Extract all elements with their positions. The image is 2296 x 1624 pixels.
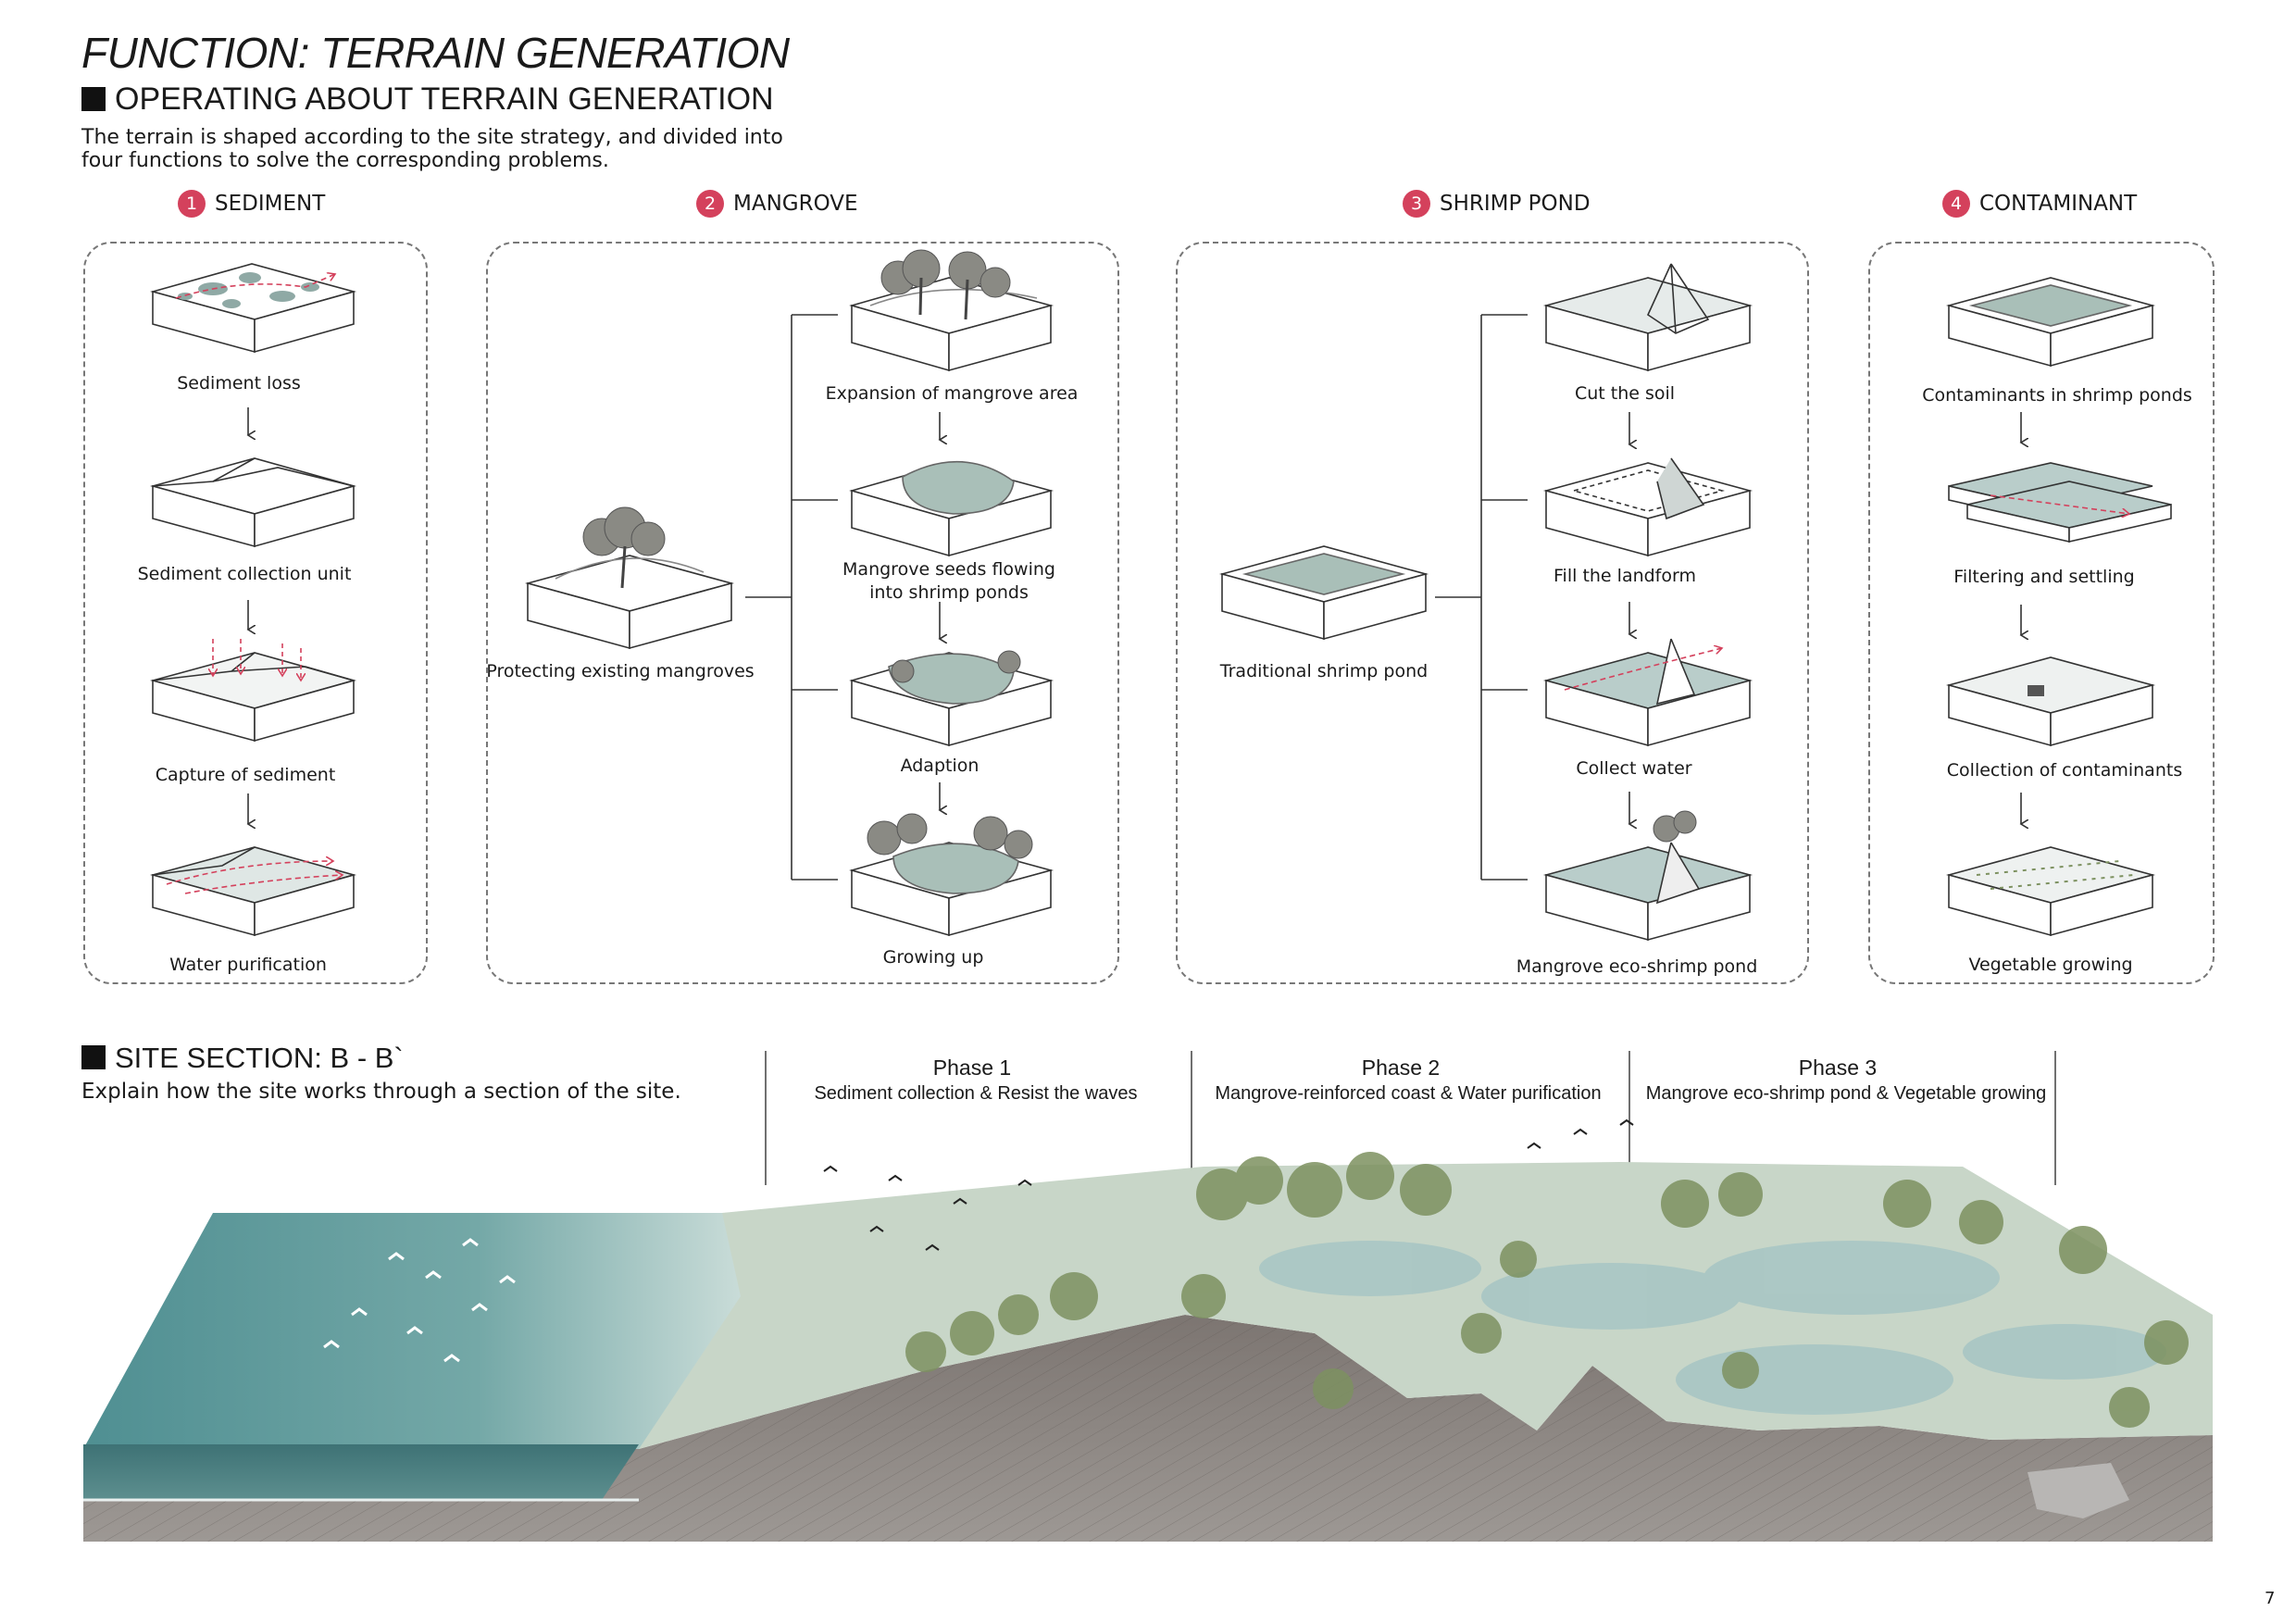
start-label: Traditional shrimp pond: [1219, 661, 1429, 681]
function-title-shrimp-pond: 3 SHRIMP POND: [1403, 190, 1591, 218]
function-title-sediment: 1 SEDIMENT: [178, 190, 325, 218]
step-label: Capture of sediment: [155, 765, 336, 785]
page-title: FUNCTION: TERRAIN GENERATION: [81, 29, 790, 77]
growing-up-diagram: [849, 813, 1054, 937]
function-title-contaminant: 4 CONTAMINANT: [1942, 190, 2137, 218]
sediment-loss-diagram: [149, 263, 357, 354]
function-title-mangrove: 2 MANGROVE: [696, 190, 858, 218]
panel-sediment: [83, 242, 428, 984]
subtitle-text: OPERATING ABOUT TERRAIN GENERATION: [115, 81, 774, 117]
square-bullet-icon: [81, 1045, 106, 1069]
section-heading-text: SITE SECTION: B - B`: [115, 1042, 404, 1074]
shrimp-pond-column: [1218, 263, 1753, 942]
traditional-shrimp-pond-diagram: [1218, 545, 1429, 641]
step-label: Adaption: [900, 756, 980, 776]
page-number: 7: [2265, 1589, 2276, 1608]
expansion-of-mangrove-area-diagram: [849, 249, 1054, 372]
step-label: Mangrove eco-shrimp pond: [1516, 956, 1758, 977]
function-title-text: SEDIMENT: [215, 192, 326, 216]
step-label: Water purification: [169, 955, 327, 975]
step-label: into shrimp ponds: [869, 582, 1029, 603]
step-label: Growing up: [882, 947, 984, 968]
cut-the-soil-diagram: [1542, 263, 1753, 372]
adaption-diagram: [849, 650, 1054, 747]
number-badge: 1: [178, 190, 206, 218]
number-badge: 2: [696, 190, 724, 218]
phase-description: Mangrove-reinforced coast & Water purifi…: [1215, 1083, 1602, 1104]
intro-line: The terrain is shaped according to the s…: [81, 126, 783, 149]
water-purification-diagram: [149, 846, 356, 937]
collect-water-diagram: [1542, 638, 1753, 747]
mangrove-eco-shrimp-pond-diagram: [1542, 810, 1753, 942]
contaminant-column: [1945, 277, 2172, 937]
panel-shrimp-pond: [1176, 242, 1809, 984]
phase-description: Sediment collection & Resist the waves: [814, 1083, 1138, 1104]
step-label: Mangrove seeds flowing: [842, 559, 1055, 580]
panel-contaminant: [1868, 242, 2215, 984]
phase-title: Phase 1: [932, 1056, 1012, 1080]
number-badge: 4: [1942, 190, 1970, 218]
step-label: Collection of contaminants: [1946, 760, 2183, 781]
mangrove-column: [524, 249, 1054, 937]
function-title-text: CONTAMINANT: [1979, 192, 2138, 216]
square-bullet-icon: [81, 87, 106, 111]
protecting-existing-mangroves-diagram: [524, 506, 735, 650]
step-label: Sediment collection unit: [137, 564, 352, 584]
section-note: Explain how the site works through a sec…: [81, 1080, 681, 1104]
step-label: Cut the soil: [1574, 383, 1676, 404]
sediment-column: [149, 263, 357, 937]
step-label: Sediment loss: [177, 373, 301, 394]
section-heading: SITE SECTION: B - B`: [81, 1042, 404, 1075]
filtering-and-settling-diagram: [1948, 462, 2172, 543]
step-label: Vegetable growing: [1968, 955, 2133, 975]
site-section-illustration: [83, 1051, 2213, 1542]
capture-of-sediment-diagram: [149, 639, 356, 743]
fill-the-landform-diagram: [1542, 457, 1753, 557]
step-label: Contaminants in shrimp ponds: [1922, 385, 2192, 406]
step-label: Filtering and settling: [1953, 567, 2135, 587]
step-label: Collect water: [1576, 758, 1692, 779]
step-label: Expansion of mangrove area: [825, 383, 1079, 404]
phase-title: Phase 2: [1361, 1056, 1441, 1080]
sediment-collection-unit-diagram: [149, 457, 356, 548]
contaminants-in-shrimp-ponds-diagram: [1945, 277, 2156, 368]
mangrove-seeds-flowing-diagram: [849, 460, 1054, 557]
function-title-text: MANGROVE: [733, 192, 858, 216]
intro-line: four functions to solve the correspondin…: [81, 149, 609, 172]
intro-text: The terrain is shaped according to the s…: [81, 126, 822, 172]
phase-title: Phase 3: [1798, 1056, 1878, 1080]
phase-description: Mangrove eco-shrimp pond & Vegetable gro…: [1645, 1083, 2047, 1104]
collection-of-contaminants-diagram: [1945, 656, 2156, 747]
function-title-text: SHRIMP POND: [1440, 192, 1591, 216]
section-subtitle: OPERATING ABOUT TERRAIN GENERATION: [81, 81, 774, 118]
vegetable-growing-diagram: [1945, 846, 2156, 937]
step-label: Fill the landform: [1554, 566, 1696, 586]
panel-mangrove: [486, 242, 1119, 984]
number-badge: 3: [1403, 190, 1430, 218]
start-label: Protecting existing mangroves: [486, 661, 755, 681]
